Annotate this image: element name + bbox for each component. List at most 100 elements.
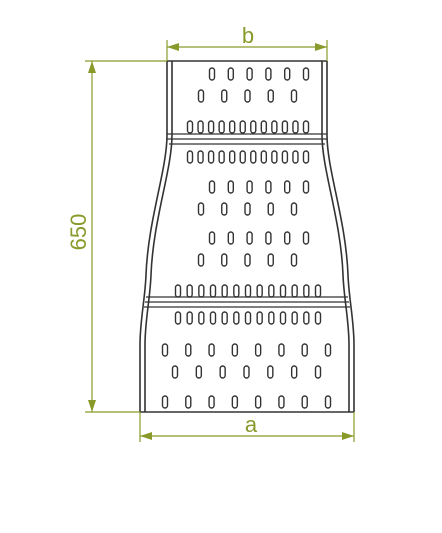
perforation-slot [174, 284, 182, 298]
perforation-slot [256, 311, 263, 325]
tray-right-edge-outer [326, 61, 355, 412]
perforation-slot [221, 89, 228, 103]
perforation-slot [231, 343, 239, 357]
perforation-slot [186, 150, 194, 164]
perforation-slot [290, 89, 298, 103]
perforation-slot [186, 311, 193, 325]
perforation-slot [197, 89, 205, 103]
perforation-slot [302, 120, 310, 134]
perforation-slot [271, 150, 278, 164]
perforation-slot [290, 202, 298, 216]
perforation-slot [260, 150, 268, 164]
arrow-head [140, 432, 152, 440]
perforation-slot [197, 120, 204, 134]
perforation-slot [292, 120, 299, 134]
perforation-slot [161, 395, 169, 409]
perforation-slot [221, 253, 228, 267]
perforation-slots [161, 67, 332, 409]
perforation-slot [227, 231, 235, 245]
perforation-slot [244, 284, 252, 298]
perforation-slot [268, 284, 275, 298]
perforation-slot [161, 343, 169, 357]
perforation-slot [284, 180, 291, 194]
perforation-slot [302, 180, 310, 194]
perforation-slot [185, 343, 192, 357]
perforation-slot [198, 284, 205, 298]
perforation-slot [250, 120, 257, 134]
perforation-slot [254, 343, 262, 357]
perforation-slot [301, 343, 308, 357]
perforation-slot [292, 150, 299, 164]
perforation-slot [279, 284, 287, 298]
perforation-slot [291, 284, 298, 298]
perforation-slot [271, 120, 278, 134]
perforation-slot [267, 253, 274, 267]
perforation-slot [302, 150, 310, 164]
dimension-bottom-width: a [139, 412, 355, 442]
perforation-slot [231, 395, 239, 409]
perforation-slot [239, 150, 246, 164]
perforation-slot [268, 311, 275, 325]
perforation-slot [314, 284, 322, 298]
perforation-slot [208, 67, 216, 81]
dimension-top-width: b [166, 23, 328, 61]
perforation-slot [209, 284, 217, 298]
perforation-slot [171, 365, 179, 379]
perforation-slot [281, 150, 289, 164]
arrow-head [88, 400, 96, 412]
seam-bands [144, 133, 350, 308]
perforation-slot [314, 365, 322, 379]
perforation-slot [284, 67, 291, 81]
perforation-slot [324, 343, 332, 357]
perforation-slot [302, 231, 310, 245]
perforation-slot [279, 311, 287, 325]
height-label: 650 [66, 214, 91, 251]
perforation-slot [284, 231, 291, 245]
perforation-slot [244, 89, 251, 103]
perforation-slot [243, 365, 250, 379]
perforation-slot [218, 120, 225, 134]
perforation-slot [301, 395, 308, 409]
perforation-slot [208, 180, 216, 194]
perforation-slot [185, 395, 192, 409]
perforation-slot [244, 311, 252, 325]
perforation-slot [227, 180, 235, 194]
perforation-slot [250, 150, 257, 164]
perforation-slot [246, 67, 253, 81]
perforation-slot [265, 180, 272, 194]
arrow-head [88, 61, 96, 73]
perforation-slot [207, 120, 215, 134]
arrow-head [167, 43, 179, 51]
perforation-slot [207, 150, 215, 164]
perforation-slot [303, 311, 310, 325]
perforation-slot [290, 253, 298, 267]
perforation-slot [221, 202, 228, 216]
dimension-height: 650 [66, 60, 167, 413]
perforation-slot [256, 284, 263, 298]
perforation-slot [267, 89, 274, 103]
perforation-slot [218, 150, 225, 164]
perforation-slot [197, 253, 205, 267]
perforation-slot [197, 202, 205, 216]
perforation-slot [197, 150, 204, 164]
perforation-slot [228, 120, 236, 134]
perforation-slot [281, 120, 289, 134]
perforation-slot [233, 284, 240, 298]
top-width-label: b [242, 23, 254, 48]
tray-left-edge-inner [144, 61, 173, 412]
perforation-slot [233, 311, 240, 325]
perforation-slot [221, 311, 228, 325]
perforation-slot [228, 150, 236, 164]
perforation-slot [303, 284, 310, 298]
perforation-slot [174, 311, 182, 325]
perforation-slot [239, 120, 246, 134]
tray-left-edge-outer [139, 61, 168, 412]
perforation-slot [246, 180, 253, 194]
perforation-slot [254, 395, 262, 409]
perforation-slot [244, 202, 251, 216]
perforation-slot [227, 67, 235, 81]
perforation-slot [314, 311, 322, 325]
perforation-slot [265, 231, 272, 245]
perforation-slot [186, 284, 193, 298]
